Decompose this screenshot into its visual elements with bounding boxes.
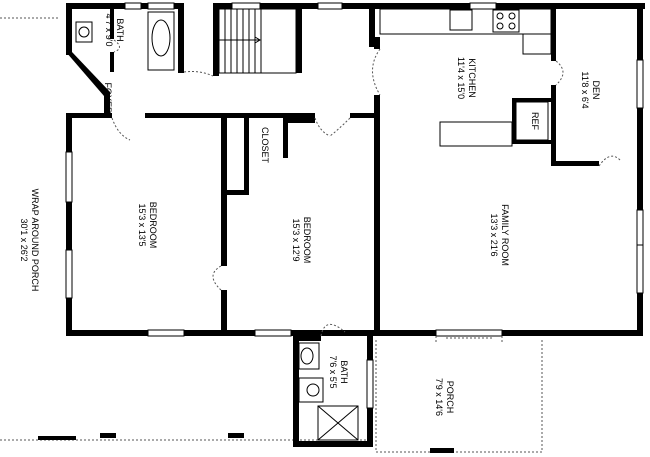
label-bath-top: BATH 4'7 x 9'0 bbox=[104, 14, 125, 47]
label-kitchen: KITCHEN 11'4 x 15'0 bbox=[456, 57, 477, 99]
svg-text:DEN: DEN bbox=[591, 80, 601, 99]
bathtub-icon bbox=[147, 11, 175, 71]
svg-text:15'3 x 12'9: 15'3 x 12'9 bbox=[291, 219, 301, 262]
label-bedroom-left: BEDROOM 15'3 x 13'5 bbox=[137, 202, 158, 249]
svg-text:30'1 x 26'2: 30'1 x 26'2 bbox=[19, 219, 29, 262]
label-ref: REF bbox=[530, 112, 540, 131]
toilet-icon bbox=[75, 21, 93, 43]
label-family-room: FAMILY ROOM 13'3 x 21'6 bbox=[489, 204, 510, 266]
label-wrap-porch: WRAP AROUND PORCH 30'1 x 26'2 bbox=[19, 189, 40, 292]
stove-icon bbox=[492, 9, 520, 33]
svg-text:BEDROOM: BEDROOM bbox=[148, 202, 158, 249]
svg-text:WRAP AROUND PORCH: WRAP AROUND PORCH bbox=[30, 189, 40, 292]
stairs bbox=[218, 8, 297, 74]
kitchen-counter bbox=[379, 8, 552, 35]
svg-text:CLOSET: CLOSET bbox=[260, 127, 270, 164]
svg-text:KITCHEN: KITCHEN bbox=[467, 58, 477, 98]
svg-text:BATH: BATH bbox=[339, 360, 349, 383]
svg-text:7'9 x 14'6: 7'9 x 14'6 bbox=[434, 378, 444, 416]
label-porch: PORCH 7'9 x 14'6 bbox=[434, 378, 455, 416]
kitchen-island bbox=[439, 121, 513, 147]
label-bath-bottom: BATH 7'6 x 5'5 bbox=[328, 356, 349, 389]
svg-text:BEDROOM: BEDROOM bbox=[302, 217, 312, 264]
windows bbox=[65, 2, 644, 409]
svg-text:REF: REF bbox=[530, 112, 540, 131]
label-bedroom-mid: BEDROOM 15'3 x 12'9 bbox=[291, 217, 312, 264]
svg-text:PORCH: PORCH bbox=[445, 381, 455, 414]
label-foyer: FOYER bbox=[103, 82, 113, 114]
shower-icon bbox=[317, 405, 359, 441]
room-labels: BATH 4'7 x 9'0 FOYER KITCHEN 11'4 x 15'0… bbox=[19, 14, 601, 416]
refrigerator bbox=[515, 101, 549, 141]
bath-toilet-icon bbox=[298, 377, 324, 403]
svg-text:7'6 x 5'5: 7'6 x 5'5 bbox=[328, 356, 338, 389]
wrap-porch-outline bbox=[0, 17, 372, 441]
label-closet: CLOSET bbox=[260, 127, 270, 164]
sink-icon bbox=[449, 9, 473, 31]
svg-text:15'3 x 13'5: 15'3 x 13'5 bbox=[137, 204, 147, 247]
door-swings bbox=[111, 39, 621, 344]
svg-text:4'7 x 9'0: 4'7 x 9'0 bbox=[104, 14, 114, 47]
svg-text:BATH: BATH bbox=[115, 18, 125, 41]
svg-text:FOYER: FOYER bbox=[103, 82, 113, 114]
svg-text:11'4 x 15'0: 11'4 x 15'0 bbox=[456, 57, 466, 99]
svg-text:13'3 x 21'6: 13'3 x 21'6 bbox=[489, 214, 499, 257]
label-den: DEN 11'8 x 6'4 bbox=[580, 71, 601, 108]
svg-text:FAMILY ROOM: FAMILY ROOM bbox=[500, 204, 510, 266]
fixtures bbox=[75, 8, 552, 453]
svg-text:11'8 x 6'4: 11'8 x 6'4 bbox=[580, 71, 590, 108]
interior-walls bbox=[66, 9, 599, 341]
bath-sink-icon bbox=[298, 342, 320, 370]
